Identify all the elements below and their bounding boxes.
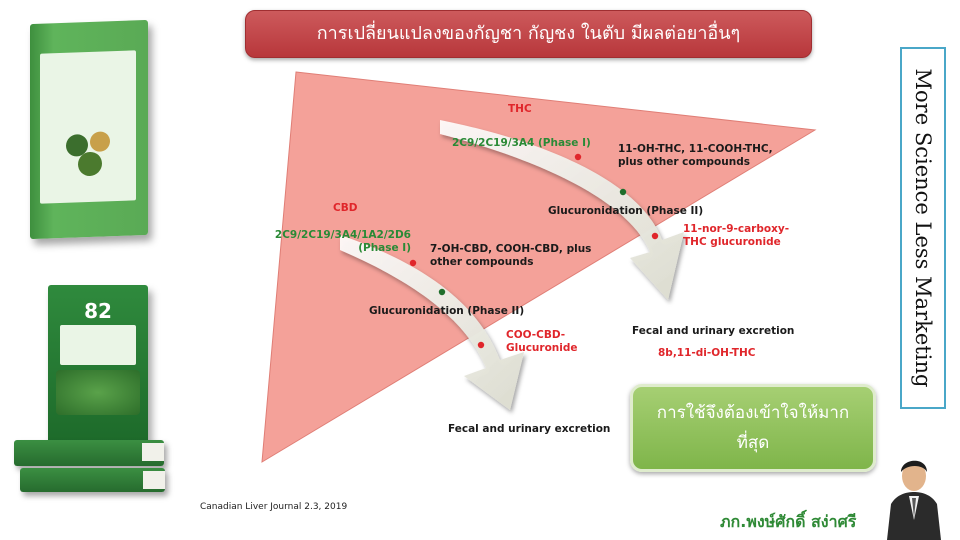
book-cover-panel <box>60 325 136 365</box>
cbd-excretion-label: Fecal and urinary excretion <box>448 423 611 435</box>
thc-glucuronidation-label: Glucuronidation (Phase II) <box>548 205 704 217</box>
cbd-label: CBD <box>333 202 358 214</box>
title-banner: การเปลี่ยนแปลงของกัญชา กัญชง ในตับ มีผลต… <box>245 10 812 58</box>
cbd-phase1-products: 7-OH-CBD, COOH-CBD, plus other compounds <box>430 243 592 268</box>
cbd-glucuronide-label: COO-CBD-Glucuronide <box>506 329 578 354</box>
book-number: 82 <box>84 299 112 323</box>
cbd-glucuronide-dot <box>477 341 485 349</box>
thc-phase1-products: 11-OH-THC, 11-COOH-THC, plus other compo… <box>618 143 773 168</box>
cbd-glucuronidation-label: Glucuronidation (Phase II) <box>369 305 525 317</box>
book-stack-item <box>20 468 165 492</box>
thc-metabolite-label: 8b,11-di-OH-THC <box>658 347 756 359</box>
cbd-phase2-dot <box>438 288 446 296</box>
thc-phase1-enzymes: 2C9/2C19/3A4 (Phase I) <box>452 137 591 149</box>
side-banner: More Science Less Marketing <box>900 47 946 409</box>
thc-phase2-dot <box>619 188 627 196</box>
thc-glucuronide-dot <box>651 232 659 240</box>
cbd-phase1-dot <box>409 259 417 267</box>
cbd-phase1-enzymes: 2C9/2C19/3A4/1A2/2D6 (Phase I) <box>274 229 411 254</box>
callout-box: การใช้จึงต้องเข้าใจให้มากที่สุด <box>630 384 876 472</box>
presenter-photo <box>883 440 945 540</box>
citation: Canadian Liver Journal 2.3, 2019 <box>200 502 348 512</box>
thc-label: THC <box>508 103 532 115</box>
thc-pathway-arrow <box>440 120 684 300</box>
side-banner-text: More Science Less Marketing <box>911 68 935 388</box>
cannabis-leaf-icon <box>56 370 140 415</box>
pink-triangle-background <box>261 71 817 463</box>
book-stack-item <box>14 440 164 466</box>
cbd-pathway-arrow <box>340 235 524 410</box>
book-cover-image: 82 <box>48 285 148 445</box>
thc-excretion-label: Fecal and urinary excretion <box>632 325 795 337</box>
thc-glucuronide-label: 11-nor-9-carboxy-THC glucuronide <box>683 223 790 248</box>
callout-text: การใช้จึงต้องเข้าใจให้มากที่สุด <box>656 403 850 453</box>
author-name: ภก.พงษ์ศักดิ์ สง่าศรี <box>720 512 857 531</box>
thc-phase1-dot <box>574 153 582 161</box>
